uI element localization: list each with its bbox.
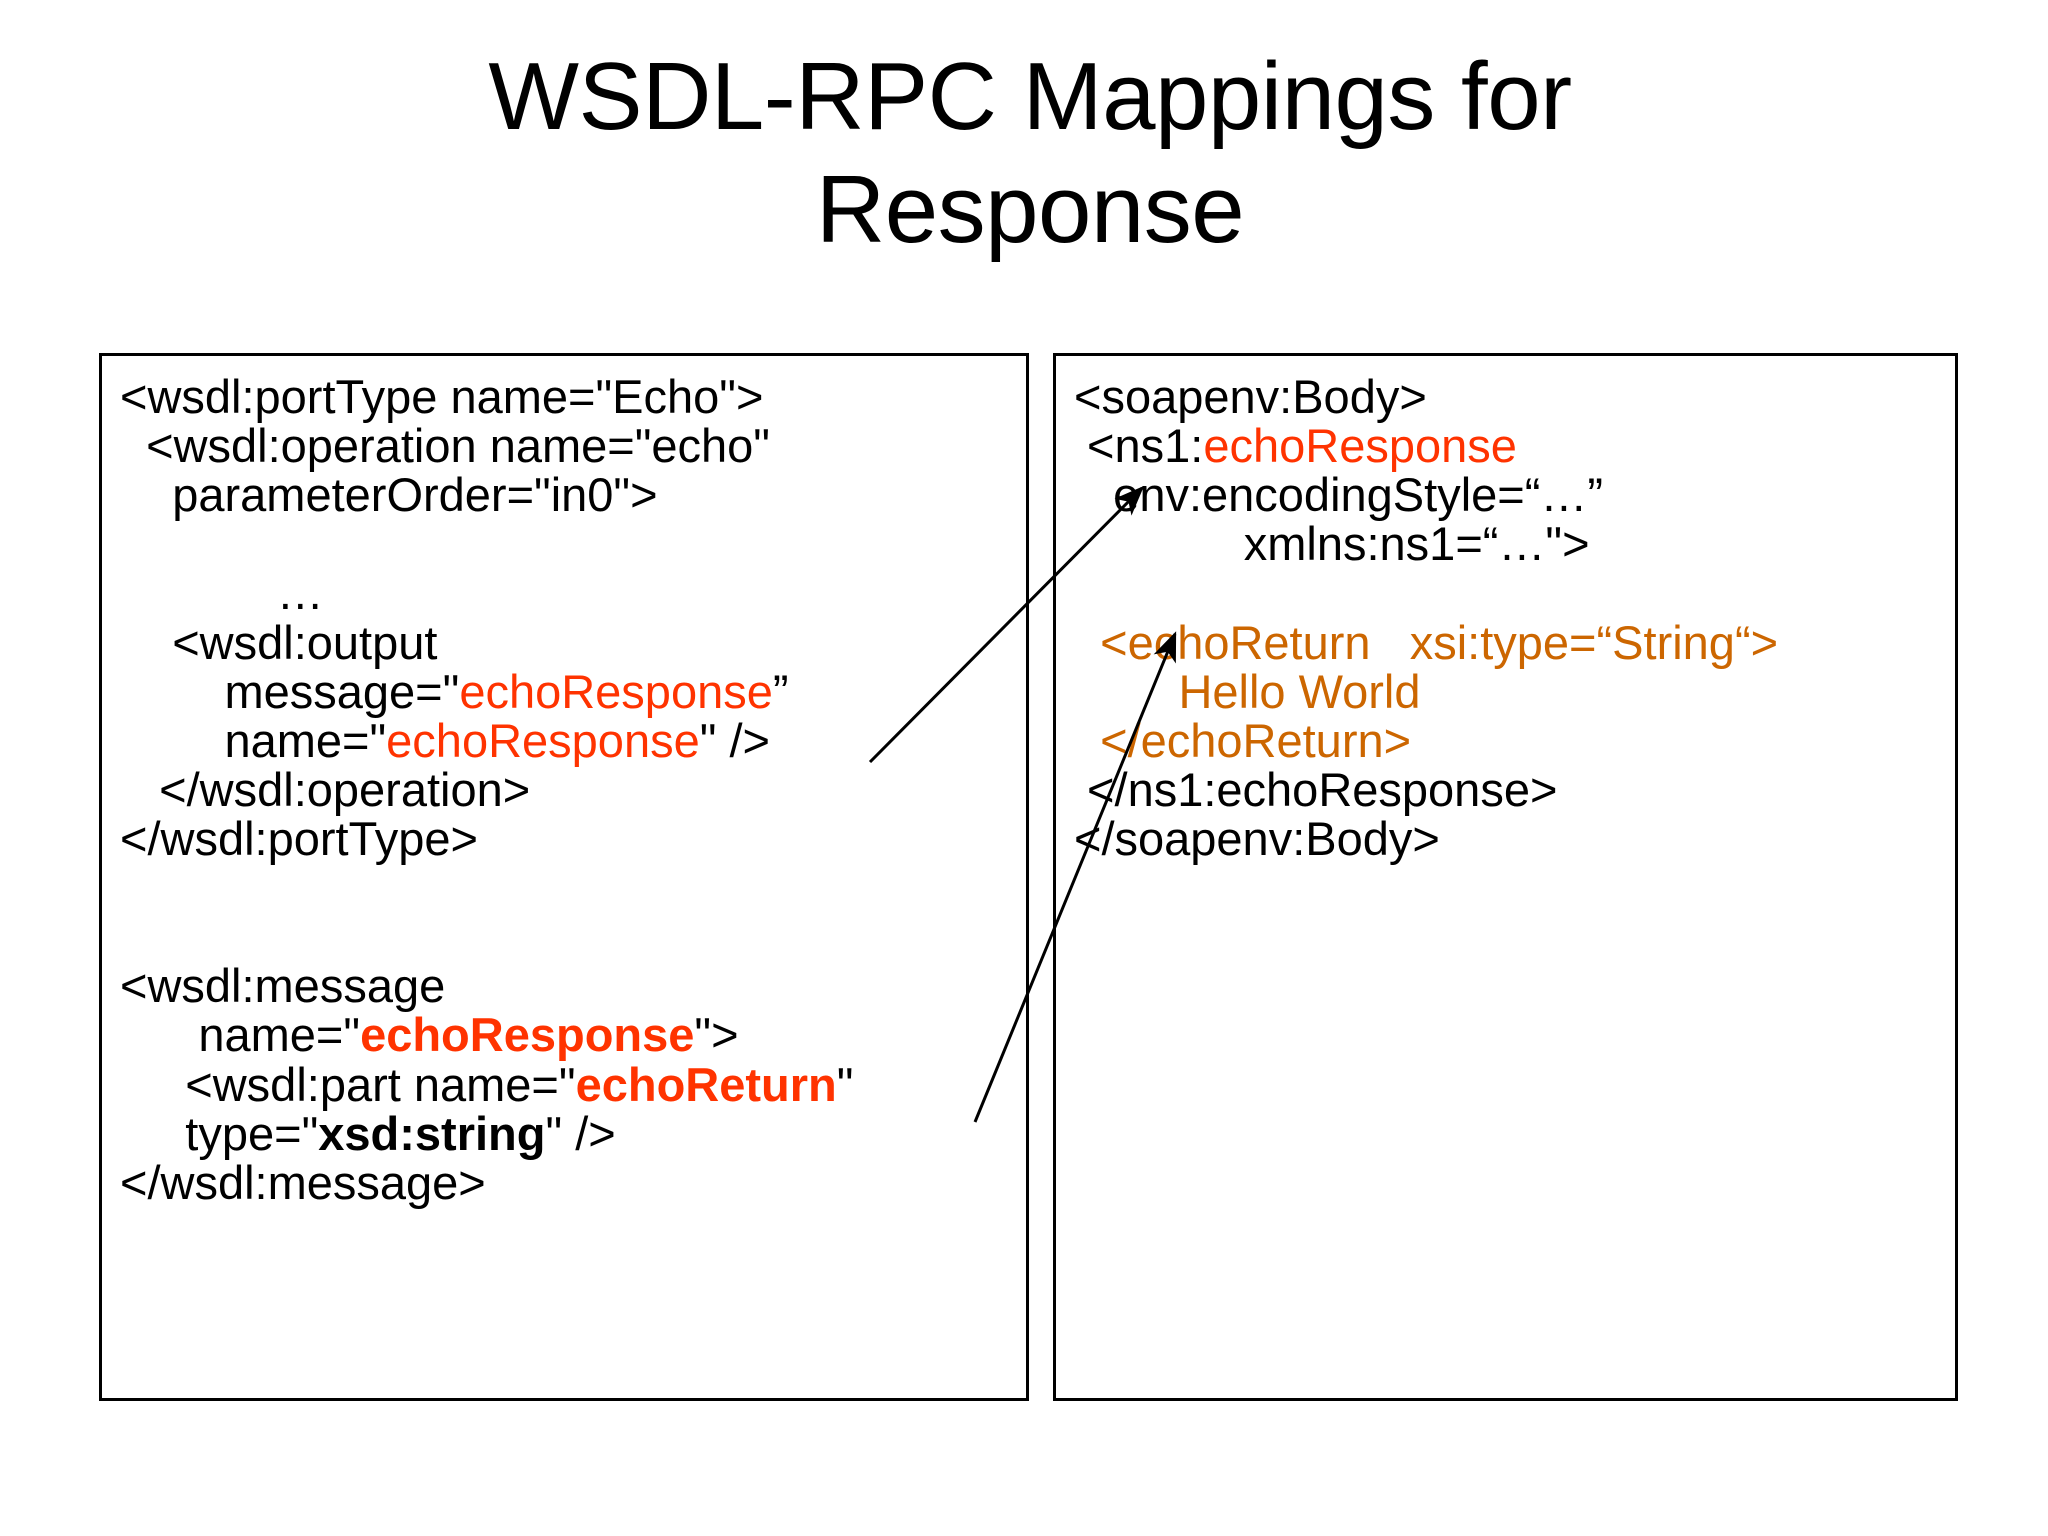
wsdl-line (120, 863, 1016, 912)
soap-token: xmlns:ns1=“…"> (1074, 517, 1590, 571)
soap-token: <echoReturn xsi:type=“String“> (1074, 615, 1779, 669)
soap-line: </echoReturn> (1074, 716, 1945, 765)
wsdl-line: <wsdl:message (120, 961, 1016, 1010)
soap-line: env:encodingStyle=“…” (1074, 470, 1945, 519)
soap-line (1074, 568, 1945, 617)
soap-line: </soapenv:Body> (1074, 814, 1945, 863)
soap-code-block: <soapenv:Body> <ns1:echoResponse env:enc… (1056, 356, 1955, 863)
wsdl-token: … (120, 566, 324, 620)
wsdl-token: name=" (120, 1008, 361, 1062)
wsdl-token: ” (772, 664, 789, 718)
wsdl-token: <wsdl:output (120, 615, 438, 669)
wsdl-token: xsd:string (318, 1106, 546, 1160)
soap-token: echoResponse (1203, 419, 1517, 473)
wsdl-token: echoResponse (386, 713, 700, 767)
wsdl-token: type=" (120, 1106, 319, 1160)
wsdl-token: echoReturn (575, 1057, 837, 1111)
soap-token: env:encodingStyle=“…” (1074, 468, 1604, 522)
wsdl-line: </wsdl:operation> (120, 765, 1016, 814)
wsdl-token: " /> (699, 713, 770, 767)
wsdl-line: message="echoResponse” (120, 667, 1016, 716)
soap-token: </soapenv:Body> (1074, 811, 1440, 865)
wsdl-token: echoResponse (360, 1008, 695, 1062)
soap-line: xmlns:ns1=“…"> (1074, 519, 1945, 568)
wsdl-token: </wsdl:operation> (120, 762, 531, 816)
soap-line: <echoReturn xsi:type=“String“> (1074, 615, 1945, 669)
wsdl-token: name=" (120, 713, 387, 767)
wsdl-line: <wsdl:portType name="Echo"> (120, 372, 1016, 421)
wsdl-line: parameterOrder="in0"> (120, 470, 1016, 519)
soap-line: Hello World (1074, 667, 1945, 716)
soap-token: <soapenv:Body> (1074, 370, 1427, 423)
wsdl-token: "> (694, 1008, 739, 1062)
wsdl-token: message=" (120, 664, 460, 718)
wsdl-line: type="xsd:string" /> (120, 1109, 1016, 1158)
wsdl-token: <wsdl:portType name="Echo"> (120, 370, 764, 423)
wsdl-token: " (836, 1057, 854, 1111)
soap-line: <soapenv:Body> (1074, 372, 1945, 421)
wsdl-line: … (120, 568, 1016, 617)
wsdl-line: name="echoResponse" /> (120, 716, 1016, 765)
wsdl-token: <wsdl:operation name="echo" (120, 419, 770, 473)
wsdl-line: <wsdl:operation name="echo" (120, 421, 1016, 470)
soap-code-panel: <soapenv:Body> <ns1:echoResponse env:enc… (1053, 353, 1958, 1401)
wsdl-line (120, 912, 1016, 961)
soap-line: </ns1:echoResponse> (1074, 765, 1945, 814)
wsdl-token: <wsdl:message (120, 959, 446, 1013)
wsdl-token: parameterOrder="in0"> (120, 468, 658, 522)
wsdl-line: <wsdl:output (120, 615, 1016, 669)
soap-token: <ns1: (1074, 419, 1204, 473)
wsdl-token: </wsdl:portType> (120, 811, 478, 865)
wsdl-token: <wsdl:part name=" (120, 1057, 576, 1111)
wsdl-token: " /> (545, 1106, 616, 1160)
wsdl-line: </wsdl:portType> (120, 814, 1016, 863)
soap-token: </ns1:echoResponse> (1074, 762, 1558, 816)
wsdl-token: echoResponse (459, 664, 773, 718)
page-title: WSDL-RPC Mappings for Response (488, 43, 1572, 264)
wsdl-line: </wsdl:message> (120, 1158, 1016, 1207)
wsdl-line: <wsdl:part name="echoReturn" (120, 1057, 1016, 1111)
wsdl-code-block: <wsdl:portType name="Echo"> <wsdl:operat… (102, 356, 1026, 1207)
wsdl-line: name="echoResponse"> (120, 1010, 1016, 1059)
soap-line: <ns1:echoResponse (1074, 421, 1945, 470)
soap-token: </echoReturn> (1074, 713, 1412, 767)
wsdl-code-panel: <wsdl:portType name="Echo"> <wsdl:operat… (99, 353, 1029, 1401)
wsdl-token: </wsdl:message> (120, 1155, 486, 1209)
soap-token: Hello World (1074, 664, 1421, 718)
wsdl-line (120, 519, 1016, 568)
